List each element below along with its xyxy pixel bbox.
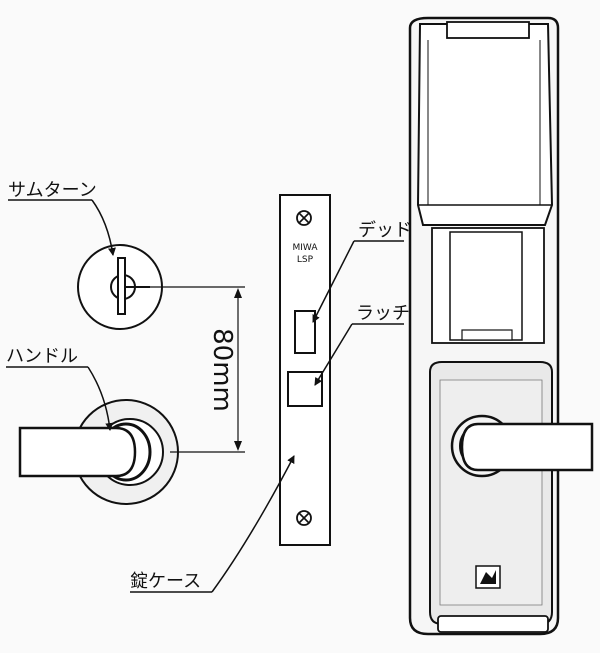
thumbturn-label: サムターン (8, 180, 97, 201)
miwa-logo-icon (475, 565, 501, 589)
door-lever (460, 422, 594, 472)
faceplate-brand: MIWA (293, 243, 319, 253)
dimension-80mm (150, 286, 245, 453)
handle-label: ハンドル (6, 346, 78, 367)
deadbolt-label: デッド (358, 220, 412, 241)
faceplate-model: LSP (297, 255, 314, 265)
lever-handle (18, 426, 137, 478)
latch-hole (287, 371, 323, 407)
thumbturn-leader (91, 199, 116, 256)
deadbolt-hole (294, 310, 316, 354)
top-screw-icon (296, 210, 312, 226)
handle-leader (87, 366, 114, 431)
dimension-label: 80mm (207, 328, 237, 412)
lock-case-leader (211, 455, 295, 593)
thumbturn-rosette (77, 244, 163, 330)
latch-label: ラッチ (356, 303, 410, 324)
thumbturn-knob (117, 257, 126, 315)
deadbolt-leader (312, 240, 355, 323)
bottom-screw-icon (296, 510, 312, 526)
door-lock-unit (408, 16, 594, 636)
latch-leader (314, 323, 353, 386)
faceplate: MIWA LSP (279, 194, 331, 546)
lock-case-label: 錠ケース (130, 571, 201, 592)
